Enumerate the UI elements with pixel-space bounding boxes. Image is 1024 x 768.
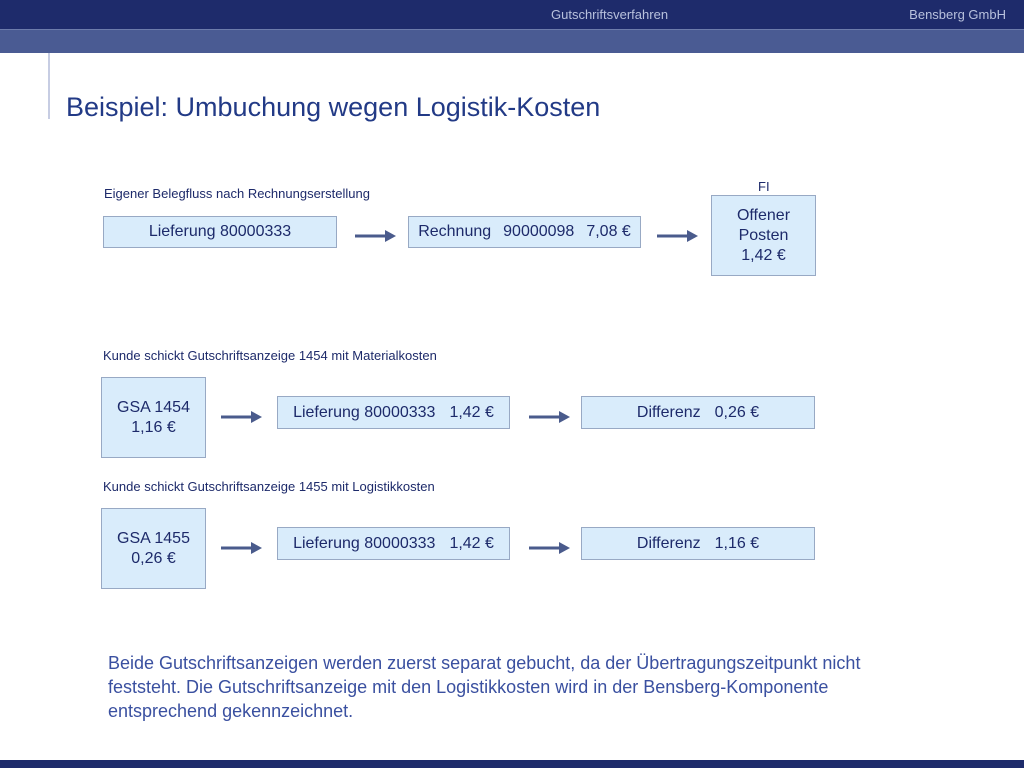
difference-amount: 1,16 € [714,534,760,552]
difference-label: Differenz [636,534,701,552]
arrow-icon [221,542,262,554]
arrow-icon [529,411,570,423]
gsa-1455-box: GSA 1455 0,26 € [101,508,206,589]
company-name: Bensberg GmbH [909,7,1006,22]
flow3-delivery-box: Lieferung 80000333 1,42 € [277,527,510,560]
header-bar: Gutschriftsverfahren Bensberg GmbH [0,0,1024,29]
flow2-label: Kunde schickt Gutschriftsanzeige 1454 mi… [103,348,437,363]
arrow-icon [221,411,262,423]
open-item-box: Offener Posten 1,42 € [711,195,816,276]
delivery-label: Lieferung 80000333 [293,403,436,421]
flow2-difference-box: Differenz 0,26 € [581,396,815,429]
flow3-difference-box: Differenz 1,16 € [581,527,815,560]
flow1-delivery-box: Lieferung 80000333 [103,216,337,248]
invoice-amount: 7,08 € [586,223,631,240]
header-subbar [0,29,1024,53]
fi-label: FI [758,179,770,194]
arrow-icon [529,542,570,554]
delivery-amount: 1,42 € [449,403,494,421]
arrow-icon [657,230,698,242]
difference-amount: 0,26 € [714,403,760,421]
arrow-icon [355,230,396,242]
footer-bar [0,760,1024,768]
flow2-delivery-box: Lieferung 80000333 1,42 € [277,396,510,429]
gsa-1454-box: GSA 1454 1,16 € [101,377,206,458]
invoice-number: 90000098 [503,223,575,240]
flow1-label: Eigener Belegfluss nach Rechnungserstell… [104,186,370,201]
explanation-text: Beide Gutschriftsanzeigen werden zuerst … [108,653,861,721]
difference-label: Differenz [636,403,701,421]
delivery-label: Lieferung 80000333 [293,534,436,552]
flow1-invoice-box: Rechnung 90000098 7,08 € [408,216,641,248]
slide-title: Beispiel: Umbuchung wegen Logistik-Koste… [66,92,601,122]
decorative-divider [48,53,50,119]
invoice-label: Rechnung [418,223,492,240]
flow3-label: Kunde schickt Gutschriftsanzeige 1455 mi… [103,479,435,494]
delivery-amount: 1,42 € [449,534,494,552]
section-title: Gutschriftsverfahren [551,7,669,22]
